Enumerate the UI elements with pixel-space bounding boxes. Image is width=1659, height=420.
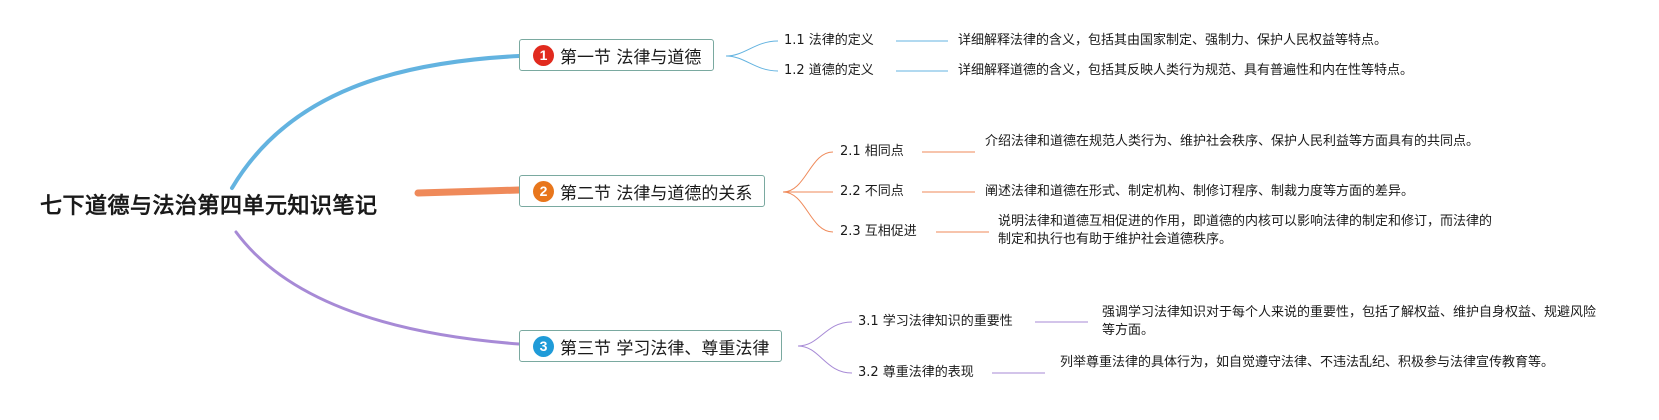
subtopic-2-2[interactable]: 2.2 不同点	[840, 184, 904, 199]
description-2-2: 阐述法律和道德在形式、制定机构、制修订程序、制裁力度等方面的差异。	[985, 184, 1415, 199]
topic-section-1[interactable]: 1 第一节 法律与道德	[519, 39, 715, 71]
branch-line-1	[230, 54, 521, 190]
subtopic-2-3[interactable]: 2.3 互相促进	[840, 224, 917, 239]
subtopic-1-1[interactable]: 1.1 法律的定义	[784, 33, 874, 48]
description-2-3: 说明法律和道德互相促进的作用，即道德的内核可以影响法律的制定和修订，而法律的制定…	[998, 214, 1493, 247]
sub-connector-2-3	[782, 191, 834, 233]
branch-line-2	[414, 186, 523, 197]
sub-connector-2-1	[782, 151, 834, 193]
sub-connector-1-2	[725, 55, 779, 72]
topic-label: 第二节 法律与道德的关系	[560, 183, 753, 204]
subtopic-1-2[interactable]: 1.2 道德的定义	[784, 63, 874, 78]
sub-connector-3-1	[797, 321, 853, 347]
number-badge-2: 2	[533, 180, 554, 202]
branch-line-3	[234, 230, 521, 346]
description-1-1: 详细解释法律的含义，包括其由国家制定、强制力、保护人民权益等特点。	[958, 33, 1388, 48]
description-3-2: 列举尊重法律的具体行为，如自觉遵守法律、不违法乱纪、积极参与法律宣传教育等。	[1060, 355, 1555, 370]
description-2-1: 介绍法律和道德在规范人类行为、维护社会秩序、保护人民利益等方面具有的共同点。	[985, 134, 1480, 149]
number-badge-3: 3	[533, 335, 554, 357]
topic-section-2[interactable]: 2 第二节 法律与道德的关系	[519, 175, 766, 207]
subtopic-3-2[interactable]: 3.2 尊重法律的表现	[858, 365, 974, 380]
number-badge-1: 1	[533, 44, 554, 66]
sub-connector-3-2	[797, 345, 853, 374]
sub-connector-1-1	[725, 40, 779, 57]
topic-label: 第三节 学习法律、尊重法律	[560, 338, 770, 359]
central-topic[interactable]: 七下道德与法治第四单元知识笔记	[40, 194, 378, 219]
topic-section-3[interactable]: 3 第三节 学习法律、尊重法律	[519, 330, 783, 362]
subtopic-3-1[interactable]: 3.1 学习法律知识的重要性	[858, 314, 1013, 329]
subtopic-2-1[interactable]: 2.1 相同点	[840, 144, 904, 159]
topic-label: 第一节 法律与道德	[560, 47, 702, 68]
description-3-1: 强调学习法律知识对于每个人来说的重要性，包括了解权益、维护自身权益、规避风险等方…	[1102, 305, 1597, 338]
description-1-2: 详细解释道德的含义，包括其反映人类行为规范、具有普遍性和内在性等特点。	[958, 63, 1414, 78]
